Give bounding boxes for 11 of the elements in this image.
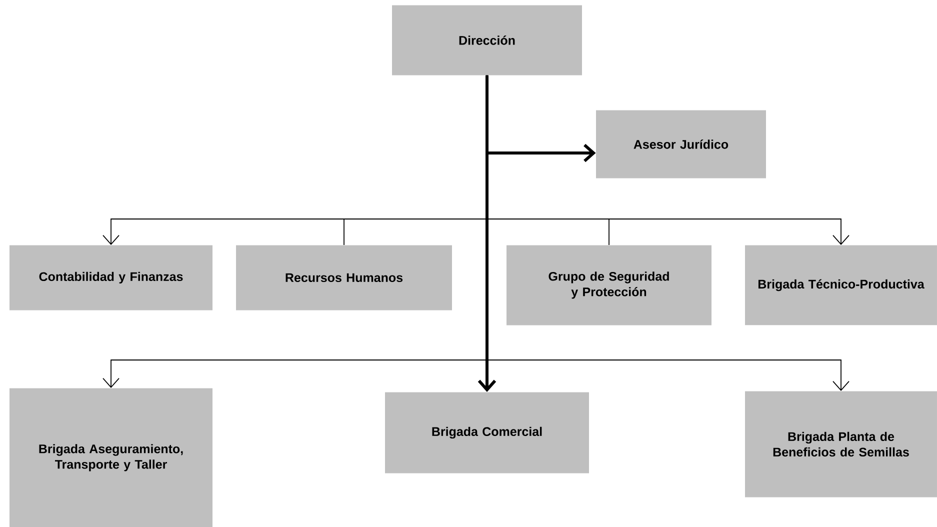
org-box: Asesor Jurídico <box>596 110 766 178</box>
org-box: Recursos Humanos <box>236 245 452 310</box>
org-box: Brigada Aseguramiento, Transporte y Taller <box>10 388 212 527</box>
org-box: Brigada Planta de Beneficios de Semillas <box>745 391 937 498</box>
connector-arrow <box>486 74 850 391</box>
org-box: Dirección <box>392 5 582 76</box>
org-box: Grupo de Seguridad y Protección <box>506 245 712 326</box>
org-box: Brigada Técnico-Productiva <box>745 245 937 326</box>
org-box: Brigada Comercial <box>385 392 589 474</box>
connector-arrow <box>478 75 496 392</box>
org-box: Contabilidad y Finanzas <box>10 245 212 310</box>
